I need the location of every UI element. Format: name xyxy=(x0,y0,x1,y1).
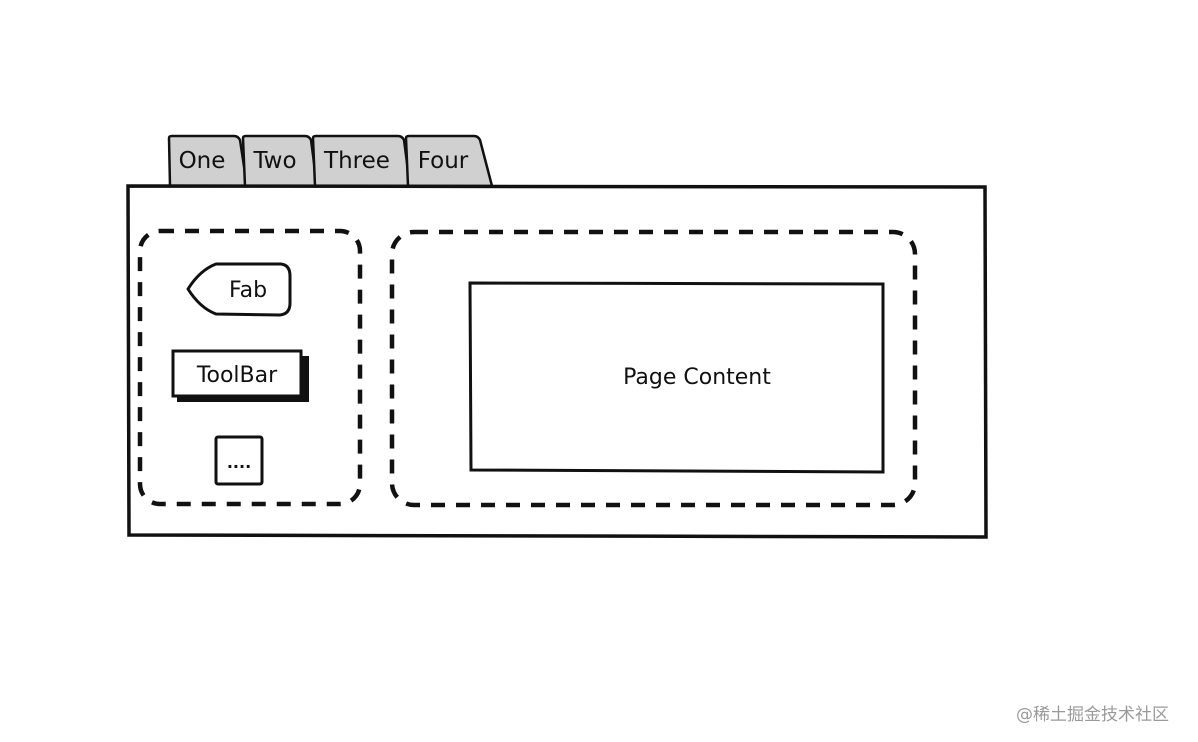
page-content-label: Page Content xyxy=(623,365,771,390)
sidebar-panel xyxy=(137,228,363,507)
tab-one-label: One xyxy=(179,148,226,174)
fab-button[interactable]: Fab xyxy=(186,262,292,317)
tab-four-label: Four xyxy=(418,148,469,174)
fab-label: Fab xyxy=(229,278,267,303)
tab-three[interactable]: Three xyxy=(311,134,412,188)
tab-four[interactable]: Four xyxy=(404,134,494,188)
toolbar-widget[interactable]: ToolBar xyxy=(171,349,309,402)
more-widget[interactable]: .... xyxy=(214,435,264,486)
tab-two-label: Two xyxy=(252,148,296,174)
watermark: @稀土掘金技术社区 xyxy=(1016,705,1169,725)
more-label: .... xyxy=(227,453,251,472)
page-content-box: Page Content xyxy=(468,281,885,474)
toolbar-label: ToolBar xyxy=(196,363,278,388)
tab-three-label: Three xyxy=(323,148,390,174)
tab-two[interactable]: Two xyxy=(241,134,319,188)
main-panel xyxy=(389,229,918,508)
tab-one[interactable]: One xyxy=(167,134,249,188)
